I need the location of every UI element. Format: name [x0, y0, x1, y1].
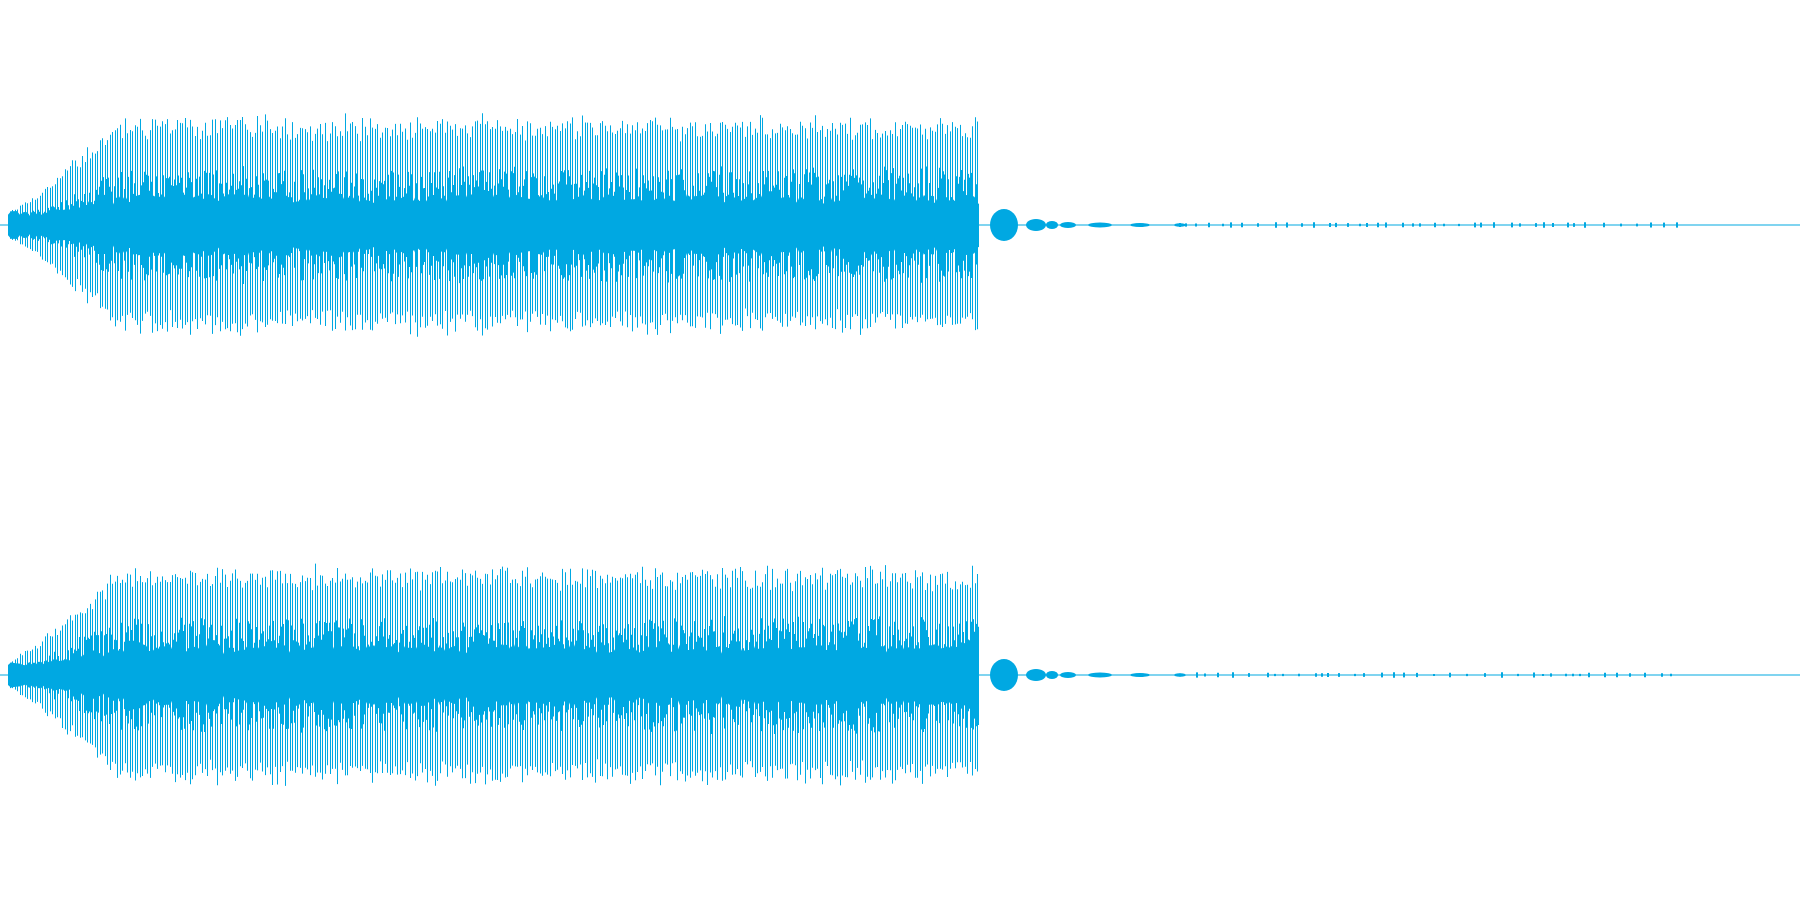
waveform-channel-top-plot [0, 113, 1800, 337]
waveform-channel-bottom-plot [0, 563, 1800, 786]
waveform-top-tail [1179, 222, 1678, 228]
waveform-top-decay-0 [990, 209, 1018, 241]
waveform-channel-top [0, 113, 1800, 337]
waveform-bottom-body [8, 643, 977, 707]
waveform-bottom-decay-0 [990, 659, 1018, 691]
waveform-top-decay-1 [1026, 219, 1046, 231]
waveform-bottom-decay-5 [1130, 673, 1150, 677]
waveform-top-decay-2 [1046, 221, 1058, 229]
waveform-bottom-decay-4 [1088, 672, 1112, 678]
waveform-top-decay-3 [1060, 222, 1076, 228]
waveform-bottom-decay-2 [1046, 671, 1058, 679]
waveform-top-decay-4 [1088, 222, 1112, 228]
waveform-bottom-decay-3 [1060, 672, 1076, 678]
waveform-top-body [8, 193, 977, 257]
waveform-top-decay-5 [1130, 223, 1150, 227]
waveform-bottom-decay-1 [1026, 669, 1046, 681]
waveform-channel-bottom [0, 450, 1800, 900]
waveform-bottom-tail [1179, 672, 1672, 678]
